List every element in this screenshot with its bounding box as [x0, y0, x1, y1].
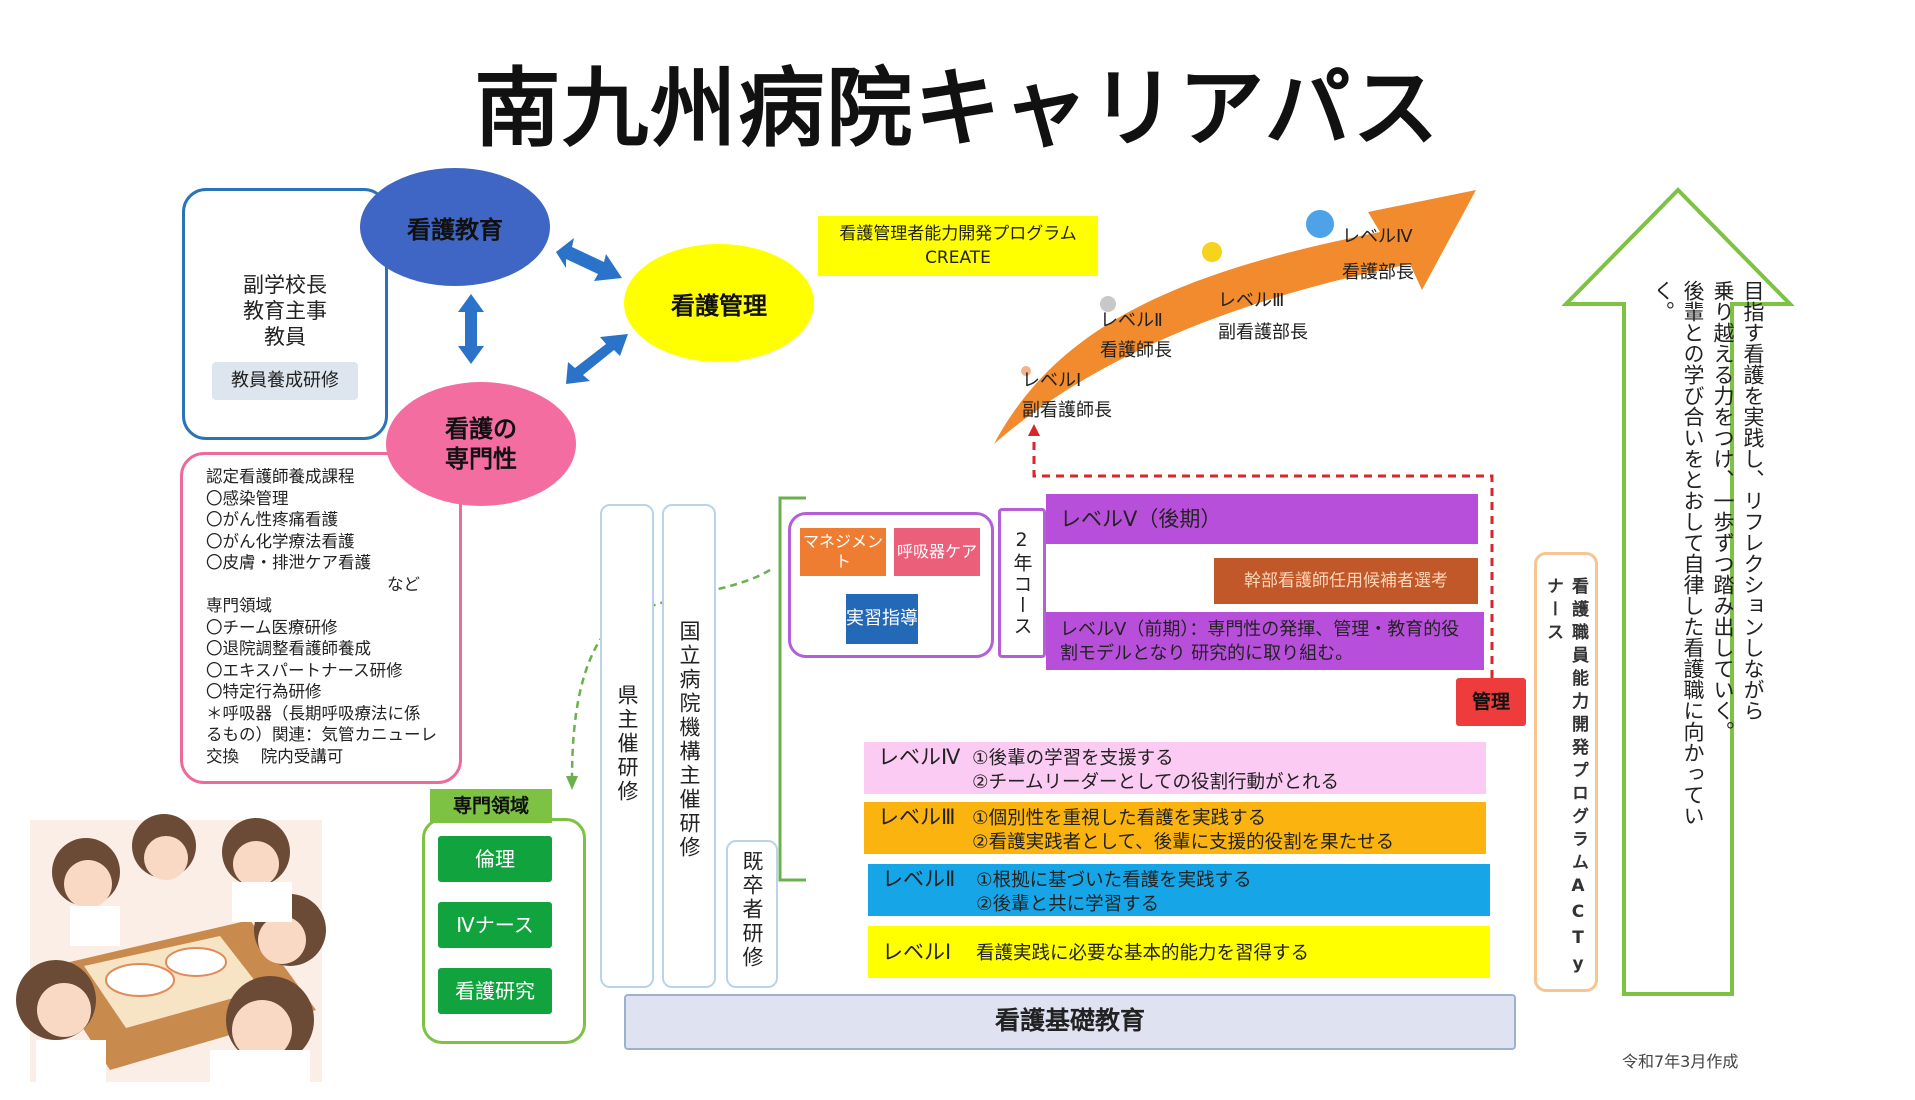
specialty-line: 認定看護師養成課程 [206, 467, 355, 486]
specialty-line: 〇がん性疼痛看護 [206, 510, 338, 529]
vision-line2: 乗り越える力をつけ、一歩ずつ踏み出していく。 [1711, 280, 1735, 742]
green-bracket [778, 496, 806, 882]
level5-early-line1: レベルⅤ（前期）：専門性の発揮、管理・教育的役 [1060, 619, 1460, 640]
prefecture-training-box [600, 504, 654, 988]
specialty-line: 〇エキスパートナース研修 [206, 660, 403, 680]
specialty-line: 〇皮膚・排泄ケア看護 [206, 553, 371, 572]
prefecture-training-label: 県主催研修 [615, 684, 639, 804]
specialty-list: 認定看護師養成課程 〇感染管理 〇がん性疼痛看護 〇がん化学療法看護 〇皮膚・排… [206, 466, 454, 767]
specialty-line: など [387, 574, 420, 594]
level2-dot [1098, 294, 1118, 314]
specialty-line: 〇チーム医療研修 [206, 617, 338, 637]
practicum-guidance-course: 実習指導 [846, 594, 918, 644]
nursing-specialty-circle: 看護の 専門性 [386, 382, 576, 506]
arrow-level2-label: レベルⅡ [1100, 310, 1163, 331]
dashed-arrowhead [1028, 424, 1040, 436]
nurses-illustration [16, 814, 326, 1082]
basic-nursing-education-bar: 看護基礎教育 [624, 994, 1516, 1050]
education-roles: 副学校長 教育主事 教員 [220, 272, 350, 350]
acty-nurse-program-label: 看護職員能力開発プログラムACTyナース [1543, 577, 1588, 980]
acty-nurse-program-box: 看護職員能力開発プログラムACTyナース [1534, 552, 1598, 992]
specialty-line: 〇退院調整看護師養成 [206, 639, 371, 658]
specialty-line: 専門領域 [206, 596, 272, 615]
teacher-training-label: 教員養成研修 [212, 362, 358, 400]
level3-line1: ①個別性を重視した看護を実践する [972, 808, 1267, 829]
specialty-box [180, 452, 462, 784]
management-program-box: 看護管理者能力開発プログラム CREATE [818, 216, 1098, 276]
vision-line1: 目指す看護を実践し、リフレクションしながら [1741, 280, 1765, 721]
level4-bar: レベルⅣ ①後輩の学習を支援する ②チームリーダーとしての役割行動がとれる [864, 742, 1486, 794]
level1-line1: 看護実践に必要な基本的能力を習得する [976, 943, 1310, 964]
nursing-management-circle: 看護管理 [624, 244, 814, 362]
level3-bar: レベルⅢ ①個別性を重視した看護を実践する ②看護実践者として、後輩に支援的役割を… [864, 802, 1486, 854]
specialty-line: 〇がん化学療法看護 [206, 531, 355, 551]
green-arrowhead [566, 776, 578, 790]
level5-early-bar: レベルⅤ（前期）：専門性の発揮、管理・教育的役 割モデルとなり 研究的に取り組む… [1046, 612, 1484, 670]
arrow-level3-title: 副看護部長 [1218, 322, 1308, 343]
specialty-domain-header: 専門領域 [430, 789, 552, 823]
level1-bar: レベルⅠ 看護実践に必要な基本的能力を習得する [868, 926, 1490, 978]
double-arrow-edu-spec [458, 294, 484, 364]
level3-dot [1200, 240, 1224, 264]
level2-label: レベルⅡ [882, 867, 956, 891]
level2-line2: ②後輩と共に学習する [976, 894, 1160, 915]
level1-label: レベルⅠ [882, 940, 952, 964]
double-arrow-spec-mgmt [566, 334, 628, 384]
level3-line2: ②看護実践者として、後輩に支援的役割を果たせる [972, 832, 1395, 853]
two-year-course-label: 2年コース [1010, 529, 1033, 637]
arrow-level1-title: 副看護師長 [1022, 400, 1112, 421]
level1-dot [1019, 364, 1033, 378]
specialty-line: 〇感染管理 [206, 488, 289, 508]
double-arrow-edu-mgmt [556, 238, 622, 281]
specialty-circle-line2: 専門性 [445, 445, 517, 473]
nursing-education-circle: 看護教育 [360, 168, 550, 286]
specialty-circle-line1: 看護の [445, 415, 517, 443]
specialty-line: るもの）関連：気管カニューレ [206, 725, 437, 744]
nursing-research-item: 看護研究 [438, 968, 552, 1014]
arrow-level2-title: 看護師長 [1100, 340, 1172, 361]
level4-line2: ②チームリーダーとしての役割行動がとれる [972, 772, 1339, 793]
vision-statement: 目指す看護を実践し、リフレクションしながら 乗り越える力をつけ、一歩ずつ踏み出し… [1648, 280, 1768, 840]
role-vice-principal: 副学校長 [243, 273, 327, 297]
specialty-line: 交換 院内受講可 [206, 746, 344, 766]
ethics-item: 倫理 [438, 836, 552, 882]
role-teacher: 教員 [264, 325, 306, 349]
level3-label: レベルⅢ [878, 805, 956, 829]
management-course: マネジメント [800, 528, 886, 576]
two-year-course-box: 2年コース [998, 508, 1046, 658]
career-arrow [994, 190, 1476, 444]
level2-line1: ①根拠に基づいた看護を実践する [976, 870, 1252, 891]
program-line2: CREATE [925, 248, 991, 268]
executive-candidate-selection: 幹部看護師任用候補者選考 [1214, 558, 1478, 604]
arrow-level4-label: レベルⅣ [1342, 226, 1413, 247]
experienced-training-label: 既卒者研修 [740, 850, 764, 970]
specialty-line: ＊呼吸器（長期呼吸療法に係 [206, 703, 421, 723]
level5-late-bar: レベルⅤ（後期） [1046, 494, 1478, 544]
page-title: 南九州病院キャリアパス [474, 59, 1441, 159]
arrow-level3-label: レベルⅢ [1218, 290, 1285, 311]
arrow-level1-label: レベルⅠ [1022, 370, 1082, 391]
level2-bar: レベルⅡ ①根拠に基づいた看護を実践する ②後輩と共に学習する [868, 864, 1490, 916]
program-line1: 看護管理者能力開発プログラム [839, 224, 1077, 244]
vision-arrow [1561, 187, 1795, 996]
role-education-director: 教育主事 [243, 299, 327, 323]
level5-early-line2: 割モデルとなり 研究的に取り組む。 [1060, 643, 1354, 664]
arrow-level4-title: 看護部長 [1342, 262, 1414, 283]
national-training-box [662, 504, 716, 988]
vision-line3: 後輩との学び合いをとおして自律した看護職に向かっていく。 [1651, 280, 1705, 826]
respiratory-care-course: 呼吸器ケア [894, 528, 980, 576]
level4-line1: ①後輩の学習を支援する [972, 748, 1174, 769]
management-dashed-path [1032, 430, 1494, 678]
specialty-line: 〇特定行為研修 [206, 682, 322, 701]
level4-dot [1304, 208, 1336, 240]
management-badge: 管理 [1456, 678, 1526, 726]
national-training-label: 国立病院機構主催研修 [677, 620, 701, 860]
level4-label: レベルⅣ [878, 745, 961, 769]
experienced-training-box [726, 840, 778, 988]
iv-nurse-item: Ⅳナース [438, 902, 552, 948]
created-date-note: 令和7年3月作成 [1622, 1052, 1739, 1071]
